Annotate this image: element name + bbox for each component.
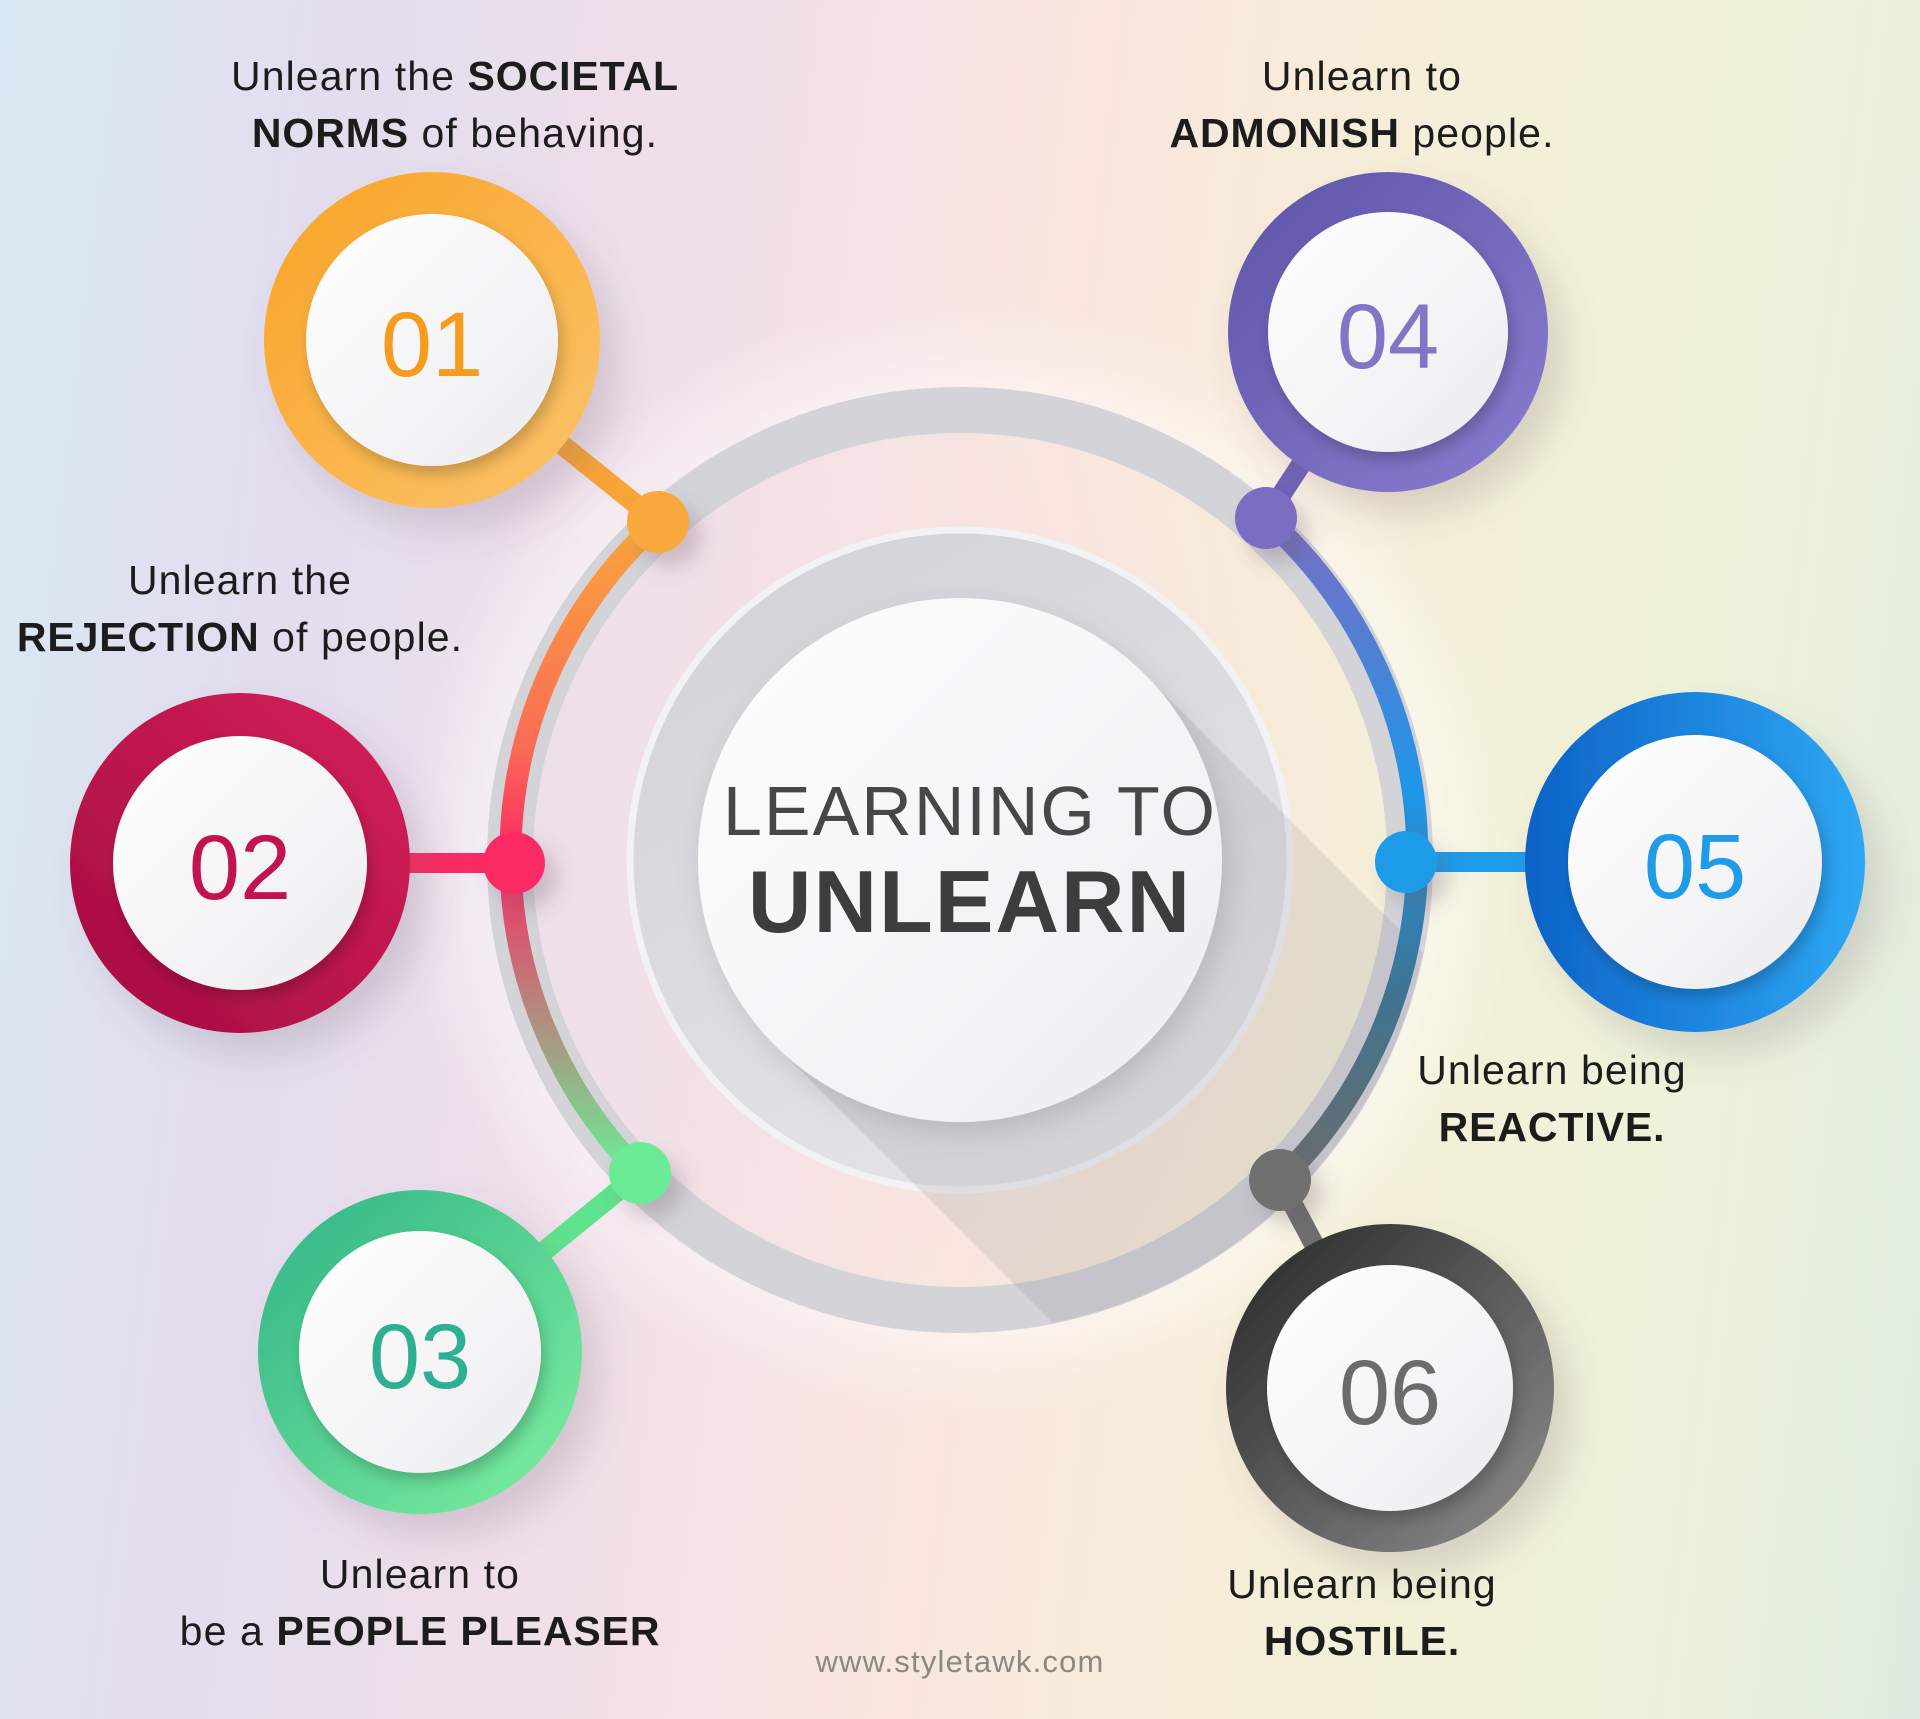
- dot-01: [627, 491, 689, 553]
- node-02: 02: [70, 693, 410, 1033]
- node-05-face: [1568, 735, 1822, 989]
- label-line: REJECTION of people.: [16, 614, 464, 660]
- label-line: Unlearn the SOCIETAL: [230, 53, 680, 99]
- label-line: Unlearn the: [127, 557, 353, 603]
- node-06: 06: [1226, 1224, 1554, 1552]
- node-05: 05: [1525, 692, 1865, 1032]
- node-03-face: [299, 1231, 541, 1473]
- website-url: www.styletawk.com: [815, 1644, 1105, 1679]
- label-line: Unlearn to: [319, 1551, 521, 1597]
- label-line: Unlearn being: [1417, 1047, 1687, 1093]
- node-03: 03: [258, 1190, 582, 1514]
- dot-04: [1235, 487, 1297, 549]
- hub-title-line2: UNLEARN: [748, 852, 1192, 951]
- node-05-number: 05: [1644, 816, 1746, 918]
- node-06-number: 06: [1339, 1342, 1441, 1444]
- label-admonish: Unlearn to ADMONISH people.: [1169, 48, 1554, 162]
- dot-06: [1249, 1149, 1311, 1211]
- node-03-number: 03: [369, 1306, 471, 1408]
- label-line: Unlearn being: [1227, 1561, 1497, 1607]
- label-line: HOSTILE.: [1263, 1618, 1461, 1664]
- dot-05: [1375, 831, 1437, 893]
- label-reactive: Unlearn being REACTIVE.: [1417, 1042, 1687, 1156]
- dot-02: [483, 832, 545, 894]
- label-hostile: Unlearn being HOSTILE.: [1227, 1556, 1497, 1670]
- node-02-face: [113, 736, 367, 990]
- label-line: ADMONISH people.: [1169, 110, 1555, 156]
- label-rejection: Unlearn the REJECTION of people.: [17, 552, 463, 666]
- label-line: Unlearn to: [1261, 53, 1463, 99]
- node-04-number: 04: [1337, 286, 1439, 388]
- node-01: 01: [264, 172, 600, 508]
- label-line: NORMS of behaving.: [251, 110, 659, 156]
- dot-03: [609, 1142, 671, 1204]
- label-line: be a PEOPLE PLEASER: [179, 1608, 661, 1654]
- label-societal-norms: Unlearn the SOCIETAL NORMS of behaving.: [231, 48, 679, 162]
- node-01-number: 01: [381, 294, 483, 396]
- node-02-number: 02: [189, 817, 291, 919]
- hub-title-line1: LEARNING TO: [723, 772, 1217, 850]
- node-06-face: [1267, 1265, 1513, 1511]
- label-line: REACTIVE.: [1438, 1104, 1666, 1150]
- node-04: 04: [1228, 172, 1548, 492]
- hub-circle: [698, 598, 1222, 1122]
- label-people-pleaser: Unlearn to be a PEOPLE PLEASER: [180, 1546, 661, 1660]
- node-01-face: [306, 214, 558, 466]
- node-04-face: [1268, 212, 1508, 452]
